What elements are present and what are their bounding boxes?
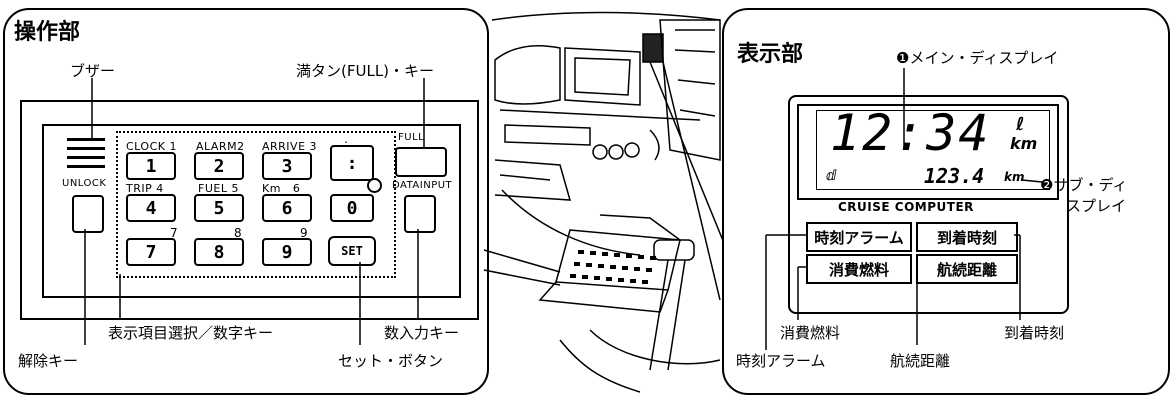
key-label-alarm: ALARM2 — [196, 140, 245, 153]
keypad-device-inner — [42, 124, 461, 298]
select-key-region — [116, 131, 396, 278]
key-label-clock: CLOCK 1 — [126, 140, 177, 153]
display-housing — [788, 95, 1069, 314]
key-5[interactable]: 5 — [194, 194, 244, 222]
key-8[interactable]: 8 — [194, 238, 244, 266]
display-panel-title: 表示部 — [737, 42, 804, 67]
brand-label: CRUISE COMPUTER — [838, 200, 974, 214]
key-6[interactable]: 6 — [262, 194, 312, 222]
indicator-time-alarm: 時刻アラーム — [806, 222, 912, 252]
arrival-time-callout: 到着時刻 — [1004, 324, 1065, 342]
key-9[interactable]: 9 — [262, 238, 312, 266]
full-key[interactable] — [395, 147, 447, 177]
key-label-8: 8 — [234, 226, 243, 240]
indicator-cruising-range: 航続距離 — [916, 254, 1018, 284]
sub-display-label-line1: ❷サブ・ディ — [1040, 176, 1128, 194]
display-screen-inner — [816, 110, 1050, 190]
cruising-range-callout: 航続距離 — [890, 352, 951, 370]
fuel-consumed-callout: 消費燃料 — [780, 324, 841, 342]
key-label-km: Km 6 — [262, 182, 301, 195]
set-button[interactable]: SET — [328, 236, 376, 266]
release-key-label: 解除キー — [18, 352, 79, 370]
keypad-device-outer — [20, 100, 479, 320]
key-colon[interactable]: : — [330, 145, 374, 181]
unlock-key[interactable] — [72, 195, 104, 233]
main-display-value: 12:34 — [830, 104, 991, 162]
control-panel-title: 操作部 — [14, 20, 81, 45]
sub-display-label-line2: スプレイ — [1066, 197, 1127, 215]
key-label-colon: : — [344, 137, 349, 151]
key-1[interactable]: 1 — [126, 152, 176, 180]
indicator-led — [367, 178, 382, 193]
key-2[interactable]: 2 — [194, 152, 244, 180]
sub-display-prefix: ⅆ — [826, 168, 837, 184]
datainput-key[interactable] — [404, 195, 436, 233]
key-4[interactable]: 4 — [126, 194, 176, 222]
key-label-arrive: ARRIVE 3 — [262, 140, 318, 153]
key-7[interactable]: 7 — [126, 238, 176, 266]
buzzer-label: ブザー — [70, 62, 116, 80]
key-0[interactable]: 0 — [330, 194, 374, 222]
main-display-unit-km: km — [1010, 134, 1038, 153]
indicator-fuel-consumed: 消費燃料 — [806, 254, 912, 284]
display-panel-frame — [722, 8, 1170, 395]
set-button-label: セット・ボタン — [338, 352, 444, 370]
key-label-9: 9 — [300, 226, 309, 240]
datainput-key-text: DATAINPUT — [392, 180, 453, 191]
select-numeric-key-label: 表示項目選択／数字キー — [108, 324, 274, 342]
key-label-fuel: FUEL 5 — [198, 182, 239, 195]
full-key-text: FULL — [398, 132, 425, 143]
key-3[interactable]: 3 — [262, 152, 312, 180]
number-input-key-label: 数入力キー — [384, 324, 460, 342]
full-key-label: 満タン(FULL)・キー — [296, 62, 435, 80]
display-screen — [797, 104, 1059, 200]
sub-display-unit: km — [1004, 170, 1025, 184]
key-label-trip: TRIP 4 — [126, 182, 164, 195]
main-display-label: ❶メイン・ディスプレイ — [896, 49, 1059, 67]
buzzer-grille-icon — [67, 138, 105, 168]
sub-display-value: 123.4 — [924, 164, 985, 188]
main-display-unit-liter: ℓ — [1016, 114, 1025, 135]
time-alarm-callout: 時刻アラーム — [736, 352, 826, 370]
unlock-key-label: UNLOCK — [62, 178, 107, 189]
key-label-7: 7 — [170, 226, 179, 240]
indicator-arrival-time: 到着時刻 — [916, 222, 1018, 252]
